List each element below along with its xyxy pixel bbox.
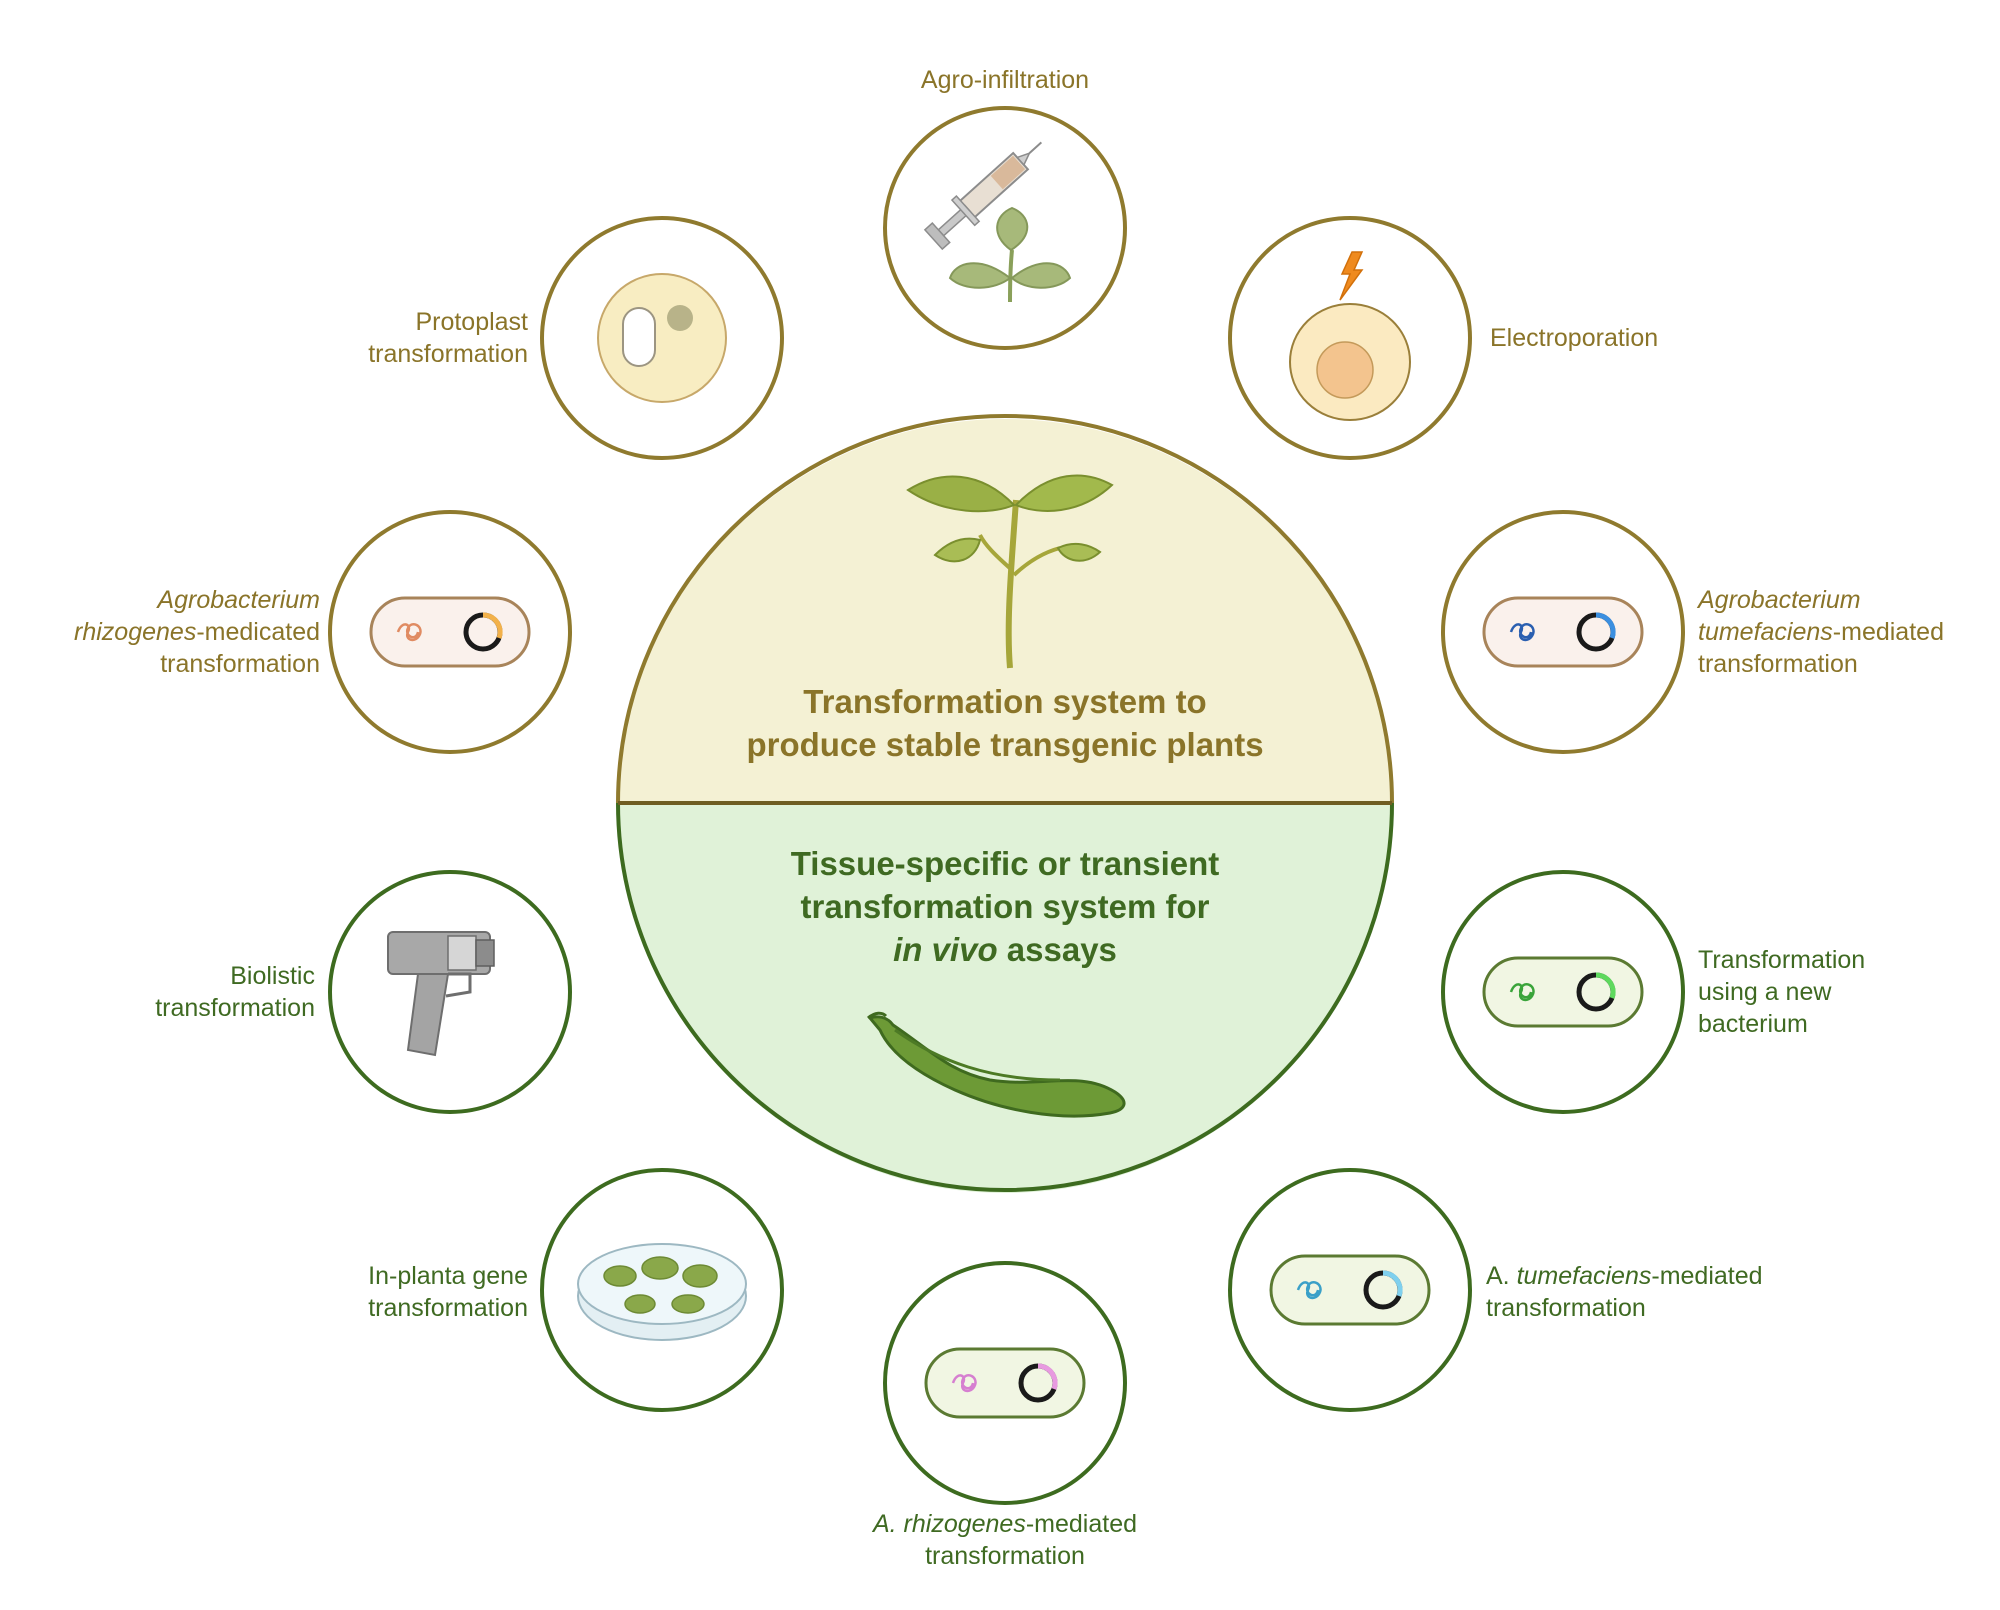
new-bacterium-label: Transformation using a new bacterium [1698, 946, 1866, 1038]
biolistic-circle [328, 870, 572, 1114]
transient-title-line: Tissue-specific or transient [790, 845, 1220, 882]
protoplast-label: Protoplast transformation [368, 308, 528, 368]
protoplast-cell-icon [597, 273, 727, 403]
bacterium-plasmid-icon [1482, 596, 1644, 668]
lightning-cell-icon [1289, 251, 1411, 421]
stable-title-line: produce stable transgenic plants [746, 726, 1264, 763]
a-rhizo-transient-label: A. rhizogenes-mediated transformation [872, 1510, 1138, 1570]
transient-title-line: in vivo assays [893, 931, 1117, 968]
agro-infiltration-label: Agro-infiltration [920, 66, 1090, 94]
gene-gun-icon [387, 931, 495, 1057]
transient-title-line: transformation system for [800, 888, 1210, 925]
agro-rhizo-stable-label: Agrobacterium rhizogenes-medicated trans… [74, 586, 320, 678]
stable-title-line: Transformation system to [803, 683, 1207, 720]
bacterium-plasmid-icon [924, 1347, 1086, 1419]
syringe-leaf-icon [923, 141, 1072, 303]
bean-pod-icon [867, 1011, 1126, 1118]
bacterium-plasmid-icon [1482, 956, 1644, 1028]
electroporation-label: Electroporation [1490, 324, 1659, 352]
transient-system-title: Tissue-specific or transient transformat… [700, 842, 1310, 971]
seedling-icon [906, 474, 1114, 669]
agro-tume-stable-label: Agrobacterium tumefaciens-mediated trans… [1698, 586, 1944, 678]
stable-system-title: Transformation system to produce stable … [700, 680, 1310, 766]
in-planta-label: In-planta gene transformation [368, 1262, 528, 1322]
a-tume-transient-label: A. tumefaciens-mediated transformation [1486, 1262, 1763, 1322]
bacterium-plasmid-icon [1269, 1254, 1431, 1326]
petri-dish-icon [577, 1243, 747, 1341]
biolistic-label: Biolistic transformation [155, 962, 315, 1022]
bacterium-plasmid-icon [369, 596, 531, 668]
